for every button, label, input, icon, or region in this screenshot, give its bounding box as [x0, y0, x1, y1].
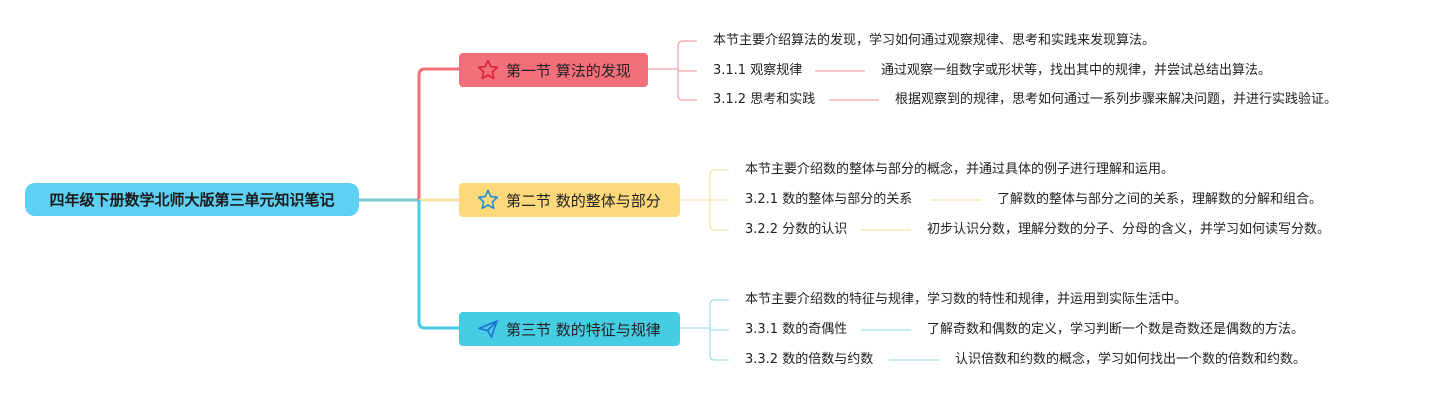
section-1-item-2-desc: 根据观察到的规律，思考如何通过一系列步骤来解决问题，并进行实践验证。 [895, 92, 1338, 107]
s3-child-link-intro [680, 299, 729, 329]
section-3-item-2-label: 3.3.2 数的倍数与约数 [745, 352, 874, 367]
section-1-topic[interactable]: 第一节 算法的发现 [459, 53, 648, 87]
s2-child-link-intro [680, 169, 729, 201]
section-2-item-2-label: 3.2.2 分数的认识 [745, 222, 848, 237]
section-2-topic[interactable]: 第二节 数的整体与部分 [459, 183, 680, 217]
section-3-intro: 本节主要介绍数的特征与规律，学习数的特性和规律，并运用到实际生活中。 [745, 292, 1188, 307]
section-1-intro: 本节主要介绍算法的发现，学习如何通过观察规律、思考和实践来发现算法。 [713, 33, 1156, 48]
section-1-item-2-label: 3.1.2 思考和实践 [713, 92, 816, 107]
s3-child-link-2 [709, 328, 729, 361]
section-2-title: 第二节 数的整体与部分 [506, 191, 661, 210]
star-outline-icon [476, 58, 500, 82]
section-3-item-1-label: 3.3.1 数的奇偶性 [745, 322, 848, 337]
branch-link-1 [417, 67, 459, 200]
s1-child-link-2 [677, 69, 697, 101]
star-outline-icon [476, 188, 500, 212]
s2-child-link-2 [709, 200, 729, 231]
section-2-item-2-desc: 初步认识分数，理解分数的分子、分母的含义，并学习如何读写分数。 [927, 222, 1331, 237]
s1-child-link-intro [648, 40, 697, 70]
section-2-item-1-label: 3.2.1 数的整体与部分的关系 [745, 192, 913, 207]
root-topic[interactable]: 四年级下册数学北师大版第三单元知识笔记 [25, 183, 359, 216]
branch-link-3 [417, 200, 459, 330]
root-title: 四年级下册数学北师大版第三单元知识笔记 [49, 191, 335, 209]
section-3-title: 第三节 数的特征与规律 [506, 320, 661, 339]
section-1-title: 第一节 算法的发现 [506, 61, 631, 80]
section-3-item-1-desc: 了解奇数和偶数的定义，学习判断一个数是奇数还是偶数的方法。 [927, 322, 1305, 337]
section-2-item-1-desc: 了解数的整体与部分之间的关系，理解数的分解和组合。 [997, 192, 1323, 207]
section-2-intro: 本节主要介绍数的整体与部分的概念，并通过具体的例子进行理解和运用。 [745, 162, 1175, 177]
paper-plane-icon [476, 317, 500, 341]
section-1-item-1-desc: 通过观察一组数字或形状等，找出其中的规律，并尝试总结出算法。 [881, 63, 1272, 78]
section-1-item-1-label: 3.1.1 观察规律 [713, 63, 803, 78]
section-3-topic[interactable]: 第三节 数的特征与规律 [459, 312, 680, 346]
section-3-item-2-desc: 认识倍数和约数的概念，学习如何找出一个数的倍数和约数。 [955, 352, 1307, 367]
